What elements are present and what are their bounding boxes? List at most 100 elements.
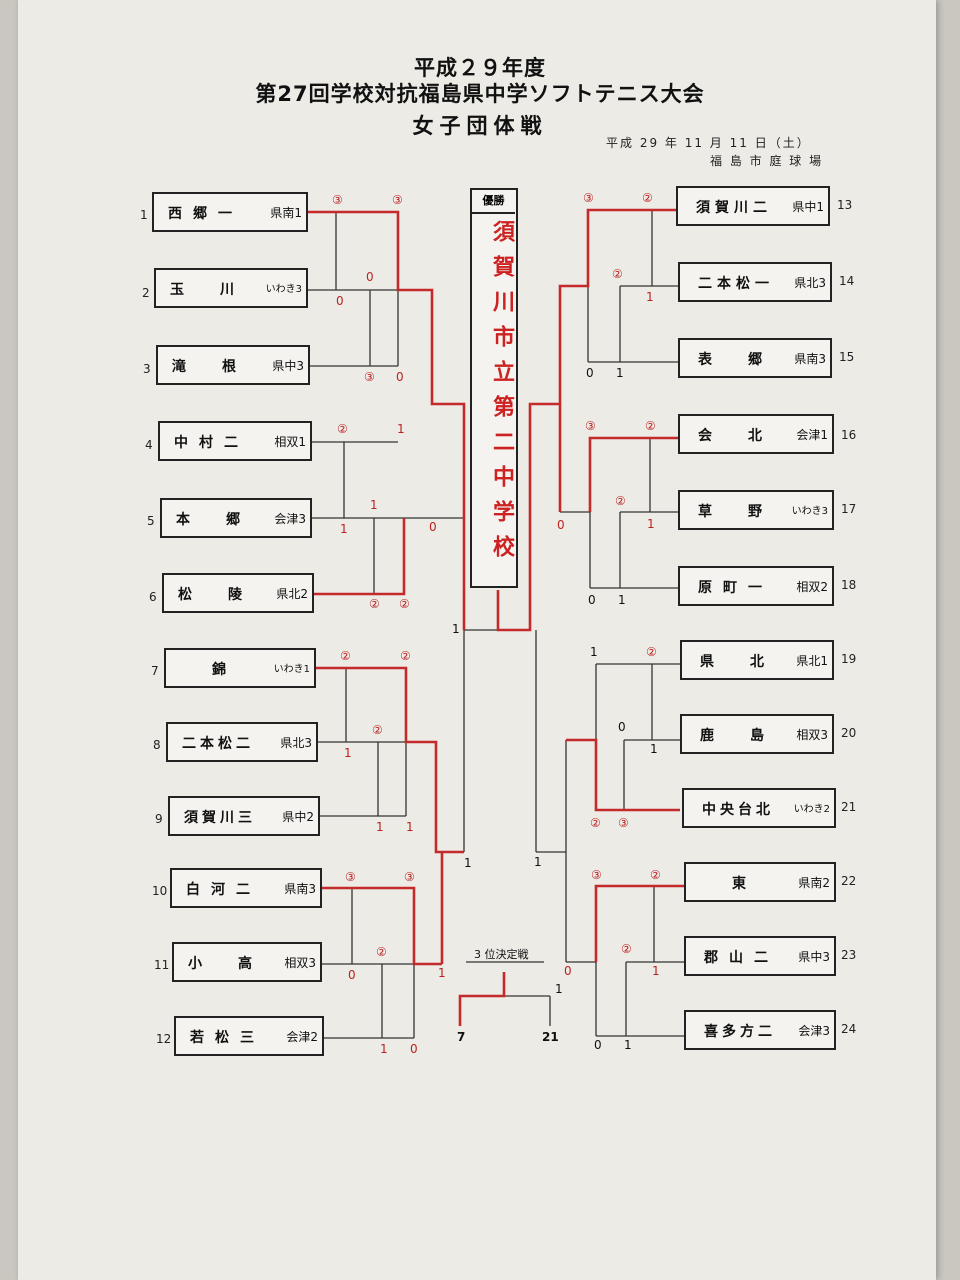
match-score: ② bbox=[645, 419, 656, 433]
team-name: 西郷一 bbox=[168, 206, 243, 222]
match-score: ② bbox=[615, 494, 626, 508]
match-score: 1 bbox=[406, 820, 414, 834]
team-name: 錦 bbox=[212, 662, 237, 678]
team-box: 小高 相双3 bbox=[172, 942, 322, 982]
match-score: 1 bbox=[624, 1038, 632, 1052]
third-place-left-seed: 7 bbox=[457, 1030, 466, 1044]
team-box: 西郷一 県南1 bbox=[152, 192, 308, 232]
team-region: 会津3 bbox=[798, 1024, 830, 1038]
event-venue: 福 島 市 庭 球 場 bbox=[710, 154, 824, 168]
team-region: 県南3 bbox=[794, 352, 826, 366]
match-score: ③ bbox=[585, 419, 596, 433]
team-name: 鹿島 bbox=[700, 728, 800, 744]
seed-number: 22 bbox=[841, 874, 857, 888]
team-region: 相双3 bbox=[796, 728, 828, 742]
third-place-right-seed: 21 bbox=[542, 1030, 559, 1044]
team-box: 二本松一 県北3 bbox=[678, 262, 832, 302]
seed-number: 3 bbox=[143, 362, 151, 376]
team-box: 若松三 会津2 bbox=[174, 1016, 324, 1056]
team-region: 県中3 bbox=[272, 359, 304, 373]
seed-number: 20 bbox=[841, 726, 857, 740]
match-score: 1 bbox=[616, 366, 624, 380]
match-score: ③ bbox=[583, 191, 594, 205]
match-score: ② bbox=[650, 868, 661, 882]
seed-number: 14 bbox=[839, 274, 855, 288]
match-score: 1 bbox=[534, 855, 542, 869]
team-name: 会北 bbox=[698, 428, 798, 444]
team-name: 中央台北 bbox=[702, 802, 774, 818]
match-score: 1 bbox=[376, 820, 384, 834]
champion-box: 優勝 須賀川市立第二中学校 bbox=[470, 188, 518, 588]
team-box: 須賀川二 県中1 bbox=[676, 186, 830, 226]
seed-number: 12 bbox=[156, 1032, 172, 1046]
seed-number: 2 bbox=[142, 286, 150, 300]
title-event: 女子団体戦 bbox=[412, 114, 548, 138]
team-region: 県北3 bbox=[280, 736, 312, 750]
seed-number: 21 bbox=[841, 800, 857, 814]
team-box: 鹿島 相双3 bbox=[680, 714, 834, 754]
match-score: 0 bbox=[396, 370, 404, 384]
team-name: 二本松二 bbox=[182, 736, 254, 752]
event-date: 平成 29 年 11 月 11 日（土） bbox=[606, 136, 811, 150]
match-score: 1 bbox=[650, 742, 658, 756]
team-box: 会北 会津1 bbox=[678, 414, 834, 454]
team-region: 県北3 bbox=[794, 276, 826, 290]
match-score: 1 bbox=[618, 593, 626, 607]
seed-number: 17 bbox=[841, 502, 857, 516]
match-score: 1 bbox=[646, 290, 654, 304]
match-score: ② bbox=[372, 723, 383, 737]
match-score: 1 bbox=[647, 517, 655, 531]
team-name: 滝根 bbox=[172, 359, 272, 375]
seed-number: 6 bbox=[149, 590, 157, 604]
match-score: ② bbox=[399, 597, 410, 611]
team-name: 原町一 bbox=[698, 580, 773, 596]
team-region: 会津1 bbox=[796, 428, 828, 442]
match-score: ② bbox=[590, 816, 601, 830]
match-score: ③ bbox=[404, 870, 415, 884]
team-box: 中村二 相双1 bbox=[158, 421, 312, 461]
seed-number: 13 bbox=[837, 198, 853, 212]
match-score: 1 bbox=[370, 498, 378, 512]
champion-name: 須賀川市立第二中学校 bbox=[489, 220, 514, 570]
team-box: 須賀川三 県中2 bbox=[168, 796, 320, 836]
team-box: 草野 いわき3 bbox=[678, 490, 834, 530]
match-score: 0 bbox=[594, 1038, 602, 1052]
team-box: 本郷 会津3 bbox=[160, 498, 312, 538]
seed-number: 18 bbox=[841, 578, 857, 592]
team-region: 相双1 bbox=[274, 435, 306, 449]
seed-number: 15 bbox=[839, 350, 855, 364]
match-score: 0 bbox=[336, 294, 344, 308]
team-region: 県中1 bbox=[792, 200, 824, 214]
seed-number: 8 bbox=[153, 738, 161, 752]
match-score: 1 bbox=[397, 422, 405, 436]
third-place-score: 1 bbox=[555, 982, 563, 996]
match-score: ③ bbox=[364, 370, 375, 384]
match-score: 1 bbox=[452, 622, 460, 636]
match-score: ② bbox=[369, 597, 380, 611]
seed-number: 1 bbox=[140, 208, 148, 222]
match-score: 1 bbox=[590, 645, 598, 659]
match-score: 0 bbox=[410, 1042, 418, 1056]
team-region: いわき3 bbox=[265, 284, 302, 295]
team-name: 東 bbox=[732, 876, 757, 892]
team-name: 若松三 bbox=[190, 1030, 265, 1046]
match-score: ② bbox=[612, 267, 623, 281]
team-box: 滝根 県中3 bbox=[156, 345, 310, 385]
team-region: 会津2 bbox=[286, 1030, 318, 1044]
match-score: ② bbox=[400, 649, 411, 663]
match-score: 0 bbox=[348, 968, 356, 982]
team-box: 白河二 県南3 bbox=[170, 868, 322, 908]
team-region: 県北2 bbox=[276, 587, 308, 601]
match-score: 1 bbox=[438, 966, 446, 980]
team-region: いわき3 bbox=[791, 506, 828, 517]
seed-number: 10 bbox=[152, 884, 168, 898]
team-region: いわき1 bbox=[273, 664, 310, 675]
team-box: 郡山二 県中3 bbox=[684, 936, 836, 976]
match-score: 0 bbox=[586, 366, 594, 380]
match-score: ② bbox=[376, 945, 387, 959]
seed-number: 5 bbox=[147, 514, 155, 528]
match-score: 1 bbox=[652, 964, 660, 978]
team-region: 県南1 bbox=[270, 206, 302, 220]
team-box: 県北 県北1 bbox=[680, 640, 834, 680]
seed-number: 19 bbox=[841, 652, 857, 666]
